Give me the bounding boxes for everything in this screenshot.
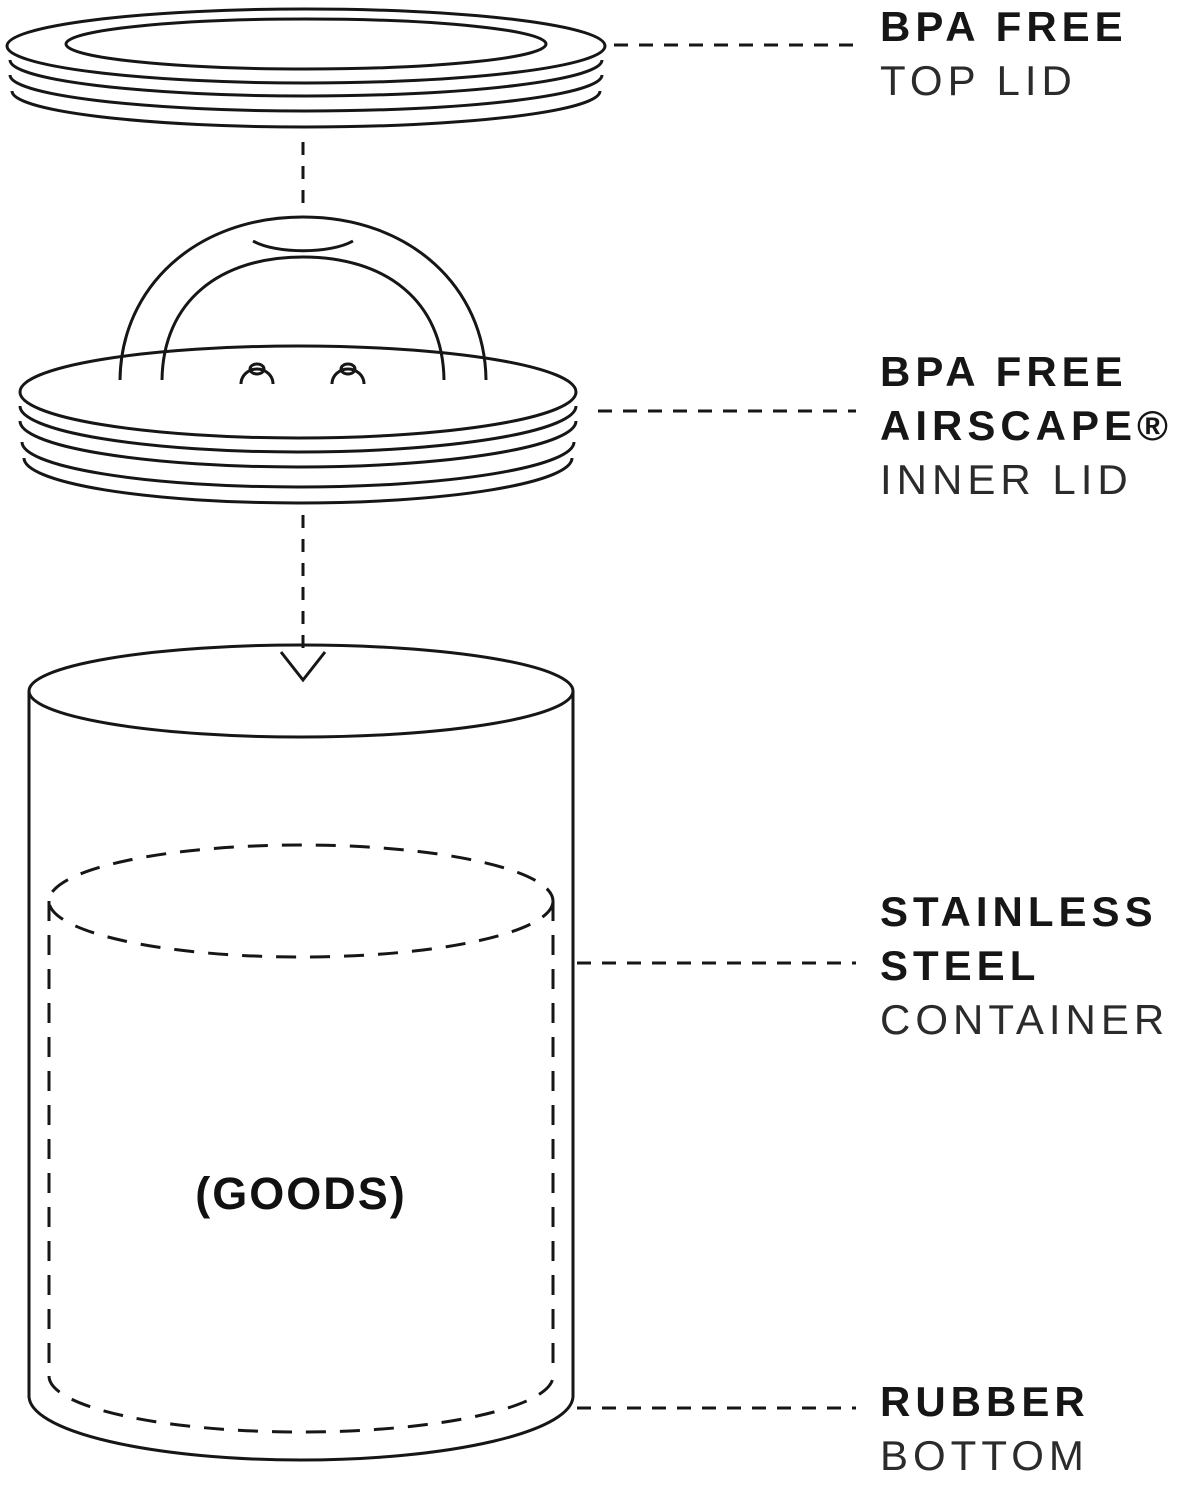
label-line: RUBBER: [880, 1378, 1090, 1425]
goods-level-dashed-outline: [47, 843, 555, 1434]
label-line: BOTTOM: [880, 1432, 1089, 1479]
label-container: STAINLESS STEEL CONTAINER: [880, 885, 1169, 1047]
label-inner-lid: BPA FREE AIRSCAPE® INNER LID: [880, 345, 1173, 507]
label-line: STEEL: [880, 942, 1041, 989]
container-drawing: [27, 643, 575, 1462]
label-line: BPA FREE: [880, 348, 1128, 395]
label-line: STAINLESS: [880, 888, 1158, 935]
label-line: BPA FREE: [880, 3, 1128, 50]
label-line: AIRSCAPE®: [880, 402, 1173, 449]
label-top-lid: BPA FREE TOP LID: [880, 0, 1128, 108]
label-rubber-bottom: RUBBER BOTTOM: [880, 1375, 1090, 1483]
label-line: CONTAINER: [880, 996, 1170, 1043]
goods-label: (GOODS): [195, 1168, 407, 1219]
label-line: TOP LID: [880, 57, 1077, 104]
inner-lid-drawing: [18, 215, 578, 505]
arrow-down-icon: [279, 651, 327, 683]
label-line: INNER LID: [880, 456, 1133, 503]
top-lid-drawing: [5, 7, 607, 129]
